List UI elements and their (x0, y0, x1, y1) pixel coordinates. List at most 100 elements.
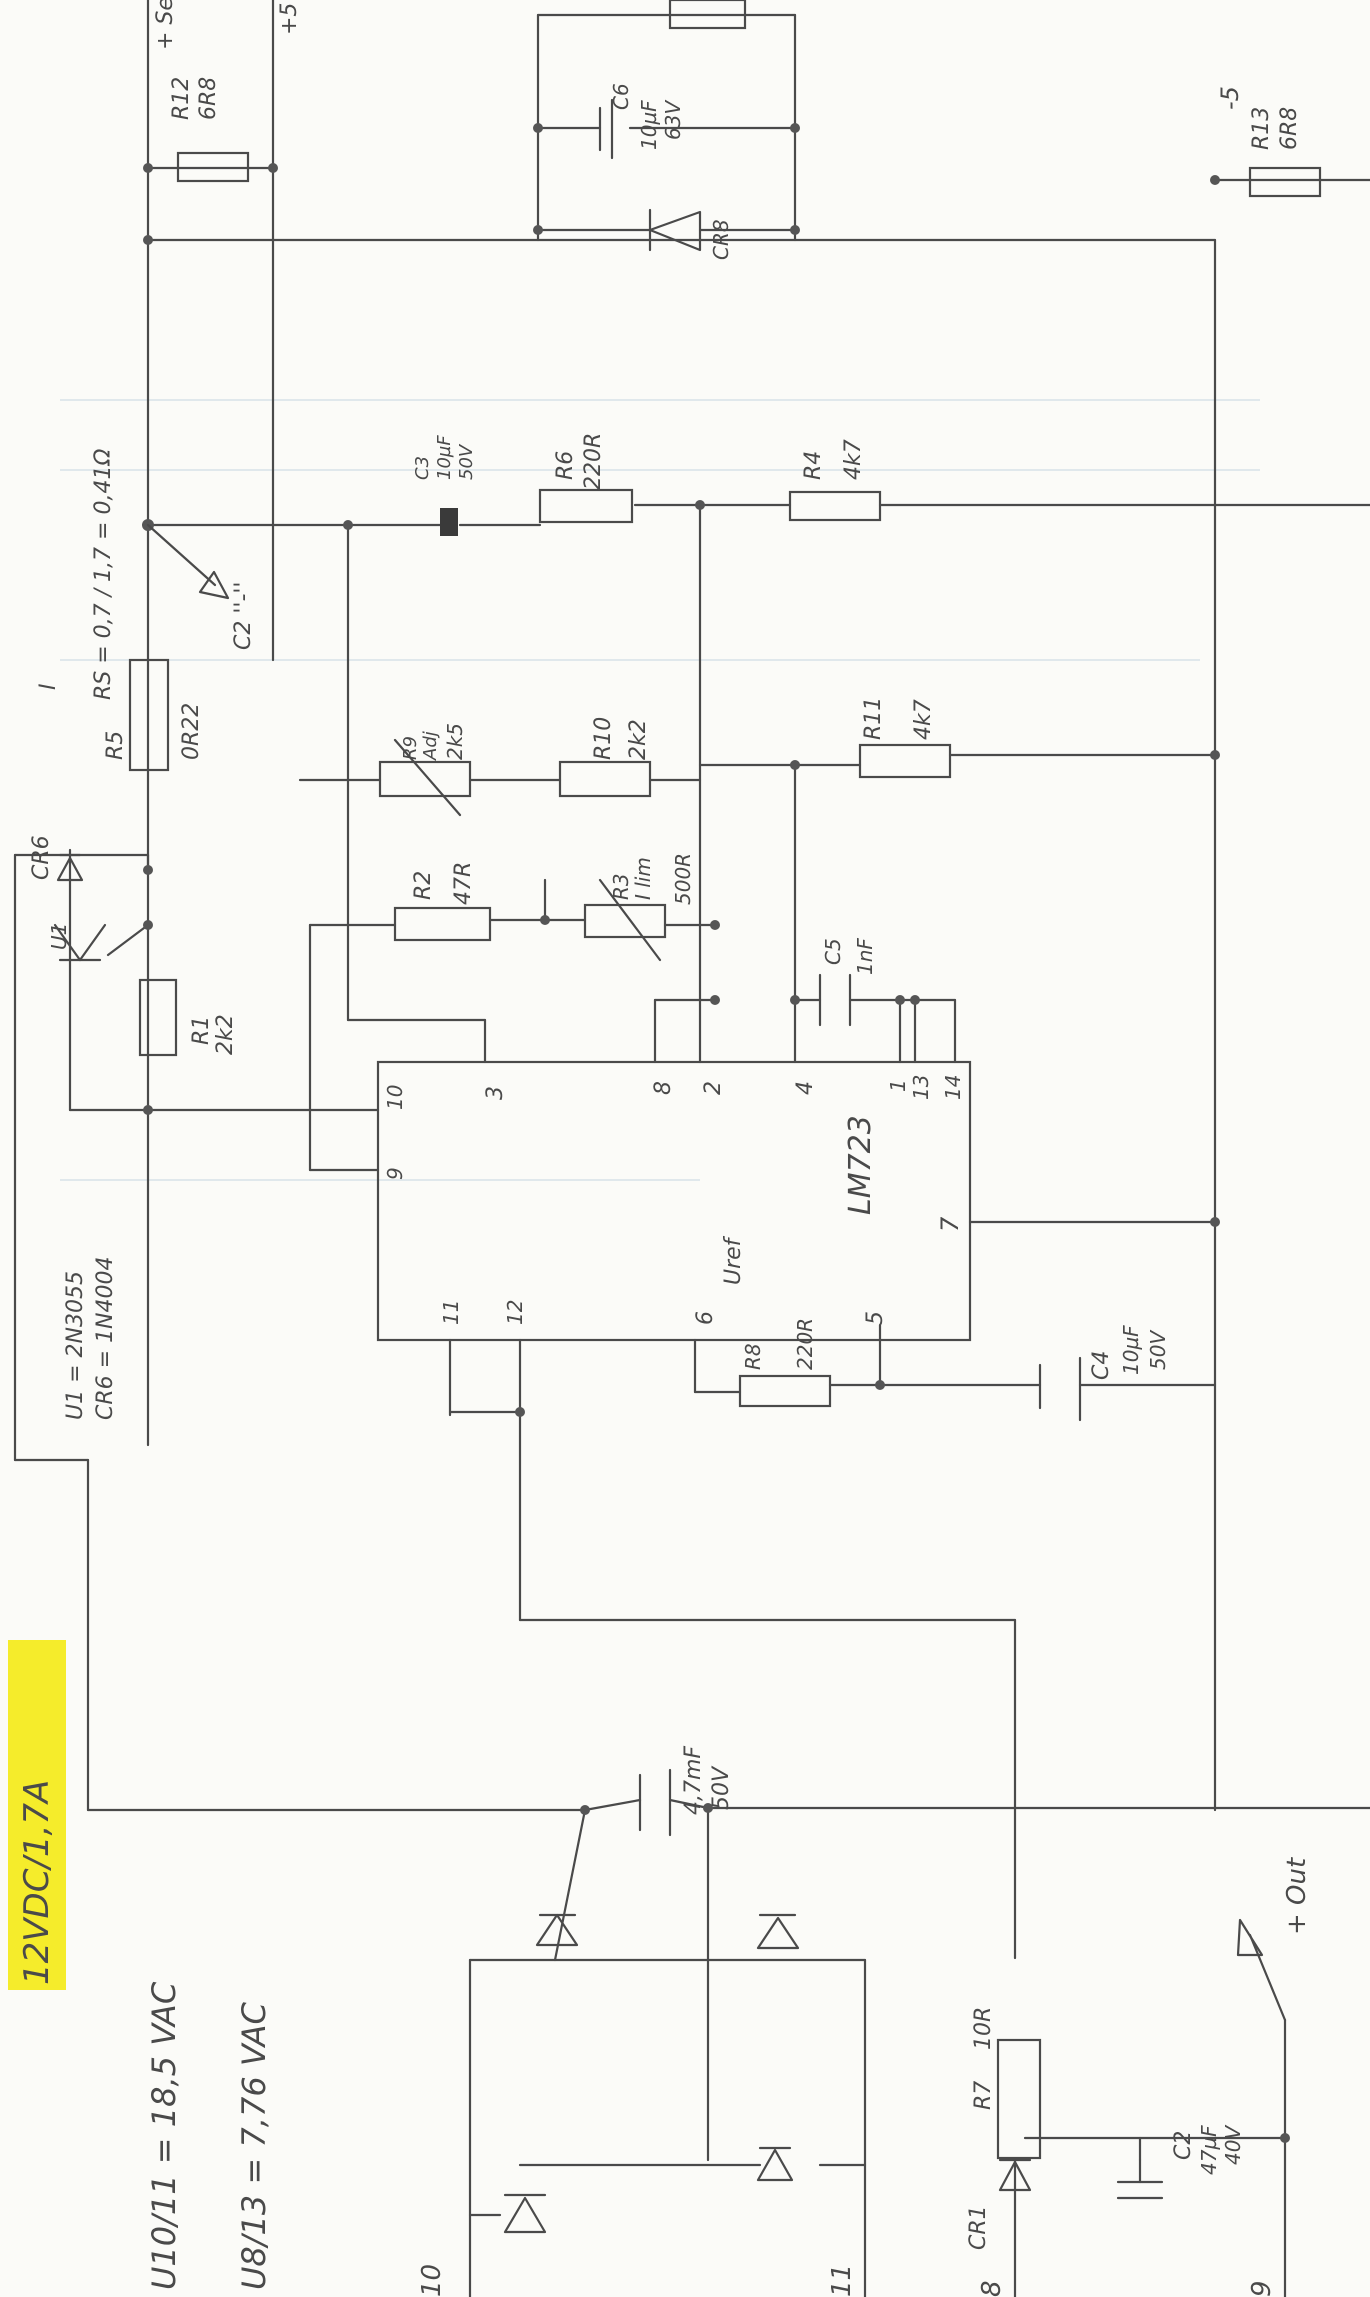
label-cr8-name: CR8 (709, 219, 733, 260)
ic-lm723 (376, 1060, 972, 1342)
arrow-c2-ref (146, 523, 230, 600)
label-c3-name: C3 (412, 456, 433, 480)
label-r9-val: 2k5 (443, 723, 467, 760)
resistor-r12 (176, 151, 250, 183)
label-c5-name: C5 (821, 938, 845, 965)
label-term-9: 9 (1247, 2280, 1277, 2297)
resistor-r10 (558, 760, 652, 798)
label-r13-val: 6R8 (1277, 107, 1302, 150)
label-cbig-volt: 50V (709, 1765, 734, 1810)
label-r8-name: R8 (741, 1343, 765, 1370)
resistor-top-right (668, 0, 747, 30)
wires (13, 0, 1370, 2297)
label-ic-pin3: 3 (483, 1086, 508, 1100)
resistor-r8 (738, 1374, 832, 1408)
label-r3-lim: I lim (631, 857, 655, 900)
label-r6-val: 220R (581, 433, 606, 490)
label-cr6-name: CR6 (29, 835, 54, 880)
bleed-through (60, 399, 1260, 1181)
label-r3-val: 500R (671, 853, 695, 905)
resistor-r2 (393, 906, 492, 942)
bridge-diode-top-left (535, 1913, 579, 1947)
label-r12-name: R12 (169, 77, 194, 120)
potentiometer-r9 (378, 738, 472, 817)
label-rating-highlight: 12VDC/1,7A (17, 1780, 57, 1985)
label-c6-name: C6 (609, 83, 633, 110)
label-r8-val: 220R (793, 1318, 817, 1370)
resistor-r7 (996, 2038, 1042, 2160)
label-ic-pin2: 2 (701, 1081, 726, 1095)
arrow-out (1236, 1918, 1264, 1957)
label-ic-pin10: 10 (383, 1085, 407, 1110)
label-term-10: 10 (417, 2264, 447, 2297)
label-ic-pin6: 6 (693, 1311, 718, 1325)
label-c6-volt: 63V (661, 100, 685, 140)
capacitor-c2 (1116, 2158, 1164, 2200)
label-c4-val: 10µF (1119, 1325, 1143, 1375)
label-c4-name: C4 (1089, 1351, 1114, 1380)
label-minus5: -5 (1216, 86, 1244, 110)
label-rs-marker: I (36, 684, 61, 691)
label-c3-val: 10µF (434, 435, 455, 480)
label-u1-part: U1 = 2N3055 (63, 1271, 88, 1420)
label-c2-volt: 40V (1221, 2125, 1245, 2165)
label-r7-name: R7 (971, 2081, 996, 2110)
label-ic-pin12: 12 (503, 1300, 527, 1325)
diode-cr8 (648, 208, 702, 252)
capacitor-c3 (440, 508, 458, 536)
label-r7-val: 10R (971, 2007, 996, 2050)
resistor-r6 (538, 488, 634, 524)
diode-cr1 (998, 2158, 1032, 2192)
label-ic-pin4: 4 (793, 1081, 818, 1095)
label-c4-volt: 50V (1146, 1330, 1170, 1370)
label-plus5: +5 (277, 3, 302, 35)
bridge-diode-bottom-left (503, 2193, 547, 2234)
label-ic-uref: Uref (721, 1235, 746, 1285)
highlight-rating (8, 1640, 66, 1990)
label-u1-name: U1 (47, 923, 71, 950)
label-cr1-name: CR1 (966, 2205, 991, 2250)
label-r10-name: R10 (591, 717, 616, 760)
resistor-r1 (138, 978, 178, 1057)
label-ic-pin8: 8 (651, 1081, 676, 1095)
label-ic-pin5: 5 (863, 1311, 888, 1325)
label-r1-val: 2k2 (213, 1014, 238, 1055)
label-r3-name: R3 (609, 873, 633, 900)
capacitor-main (638, 1768, 672, 1837)
label-c5-val: 1nF (853, 938, 877, 975)
capacitor-c4 (1038, 1356, 1082, 1422)
label-term-11: 11 (827, 2264, 857, 2297)
label-c2-val: 47µF (1197, 2125, 1221, 2175)
label-r11-name: R11 (861, 697, 886, 740)
label-ic-pin7: 7 (936, 1216, 964, 1232)
label-r12-val: 6R8 (196, 77, 221, 120)
label-ic-pin14: 14 (941, 1075, 965, 1100)
label-r2-val: 47R (451, 862, 476, 905)
label-out-plus: + Out (1282, 1857, 1312, 1935)
label-r13-name: R13 (1249, 107, 1274, 150)
label-c2-name: C2 (1171, 2131, 1196, 2160)
label-plus-sense: + Sense (153, 0, 178, 50)
bridge-diode-top-right (756, 1913, 800, 1950)
label-r9-adj: Adj (420, 731, 441, 761)
label-c2-ref: C2 ''-'' (231, 582, 256, 650)
resistor-r4 (788, 490, 882, 522)
text-labels: R12 6R8 R13 6R8 + Sense +5 -5 C6 10µF 63… (17, 0, 1312, 2297)
label-r10-val: 2k2 (626, 719, 651, 760)
capacitor-c6 (598, 98, 614, 160)
label-r11-val: 4k7 (911, 699, 936, 740)
label-ic-pin1: 1 (886, 1079, 910, 1092)
label-r4-name: R4 (801, 451, 826, 480)
junction-dots (142, 123, 1290, 2143)
label-voltage-1011: U10/11 = 18,5 VAC (145, 1981, 183, 2290)
label-r5-val: 0R22 (179, 703, 204, 760)
label-r1-name: R1 (189, 1016, 214, 1045)
transistor-u1 (53, 923, 107, 962)
label-r9-name: R9 (400, 736, 421, 760)
label-r5-name: R5 (103, 731, 128, 760)
label-rs-formula: RS = 0,7 / 1,7 = 0,41Ω (91, 449, 116, 700)
resistor-r5 (128, 658, 170, 772)
label-cbig-val: 4,7mF (681, 1746, 706, 1815)
label-ic-pin11: 11 (439, 1300, 463, 1325)
